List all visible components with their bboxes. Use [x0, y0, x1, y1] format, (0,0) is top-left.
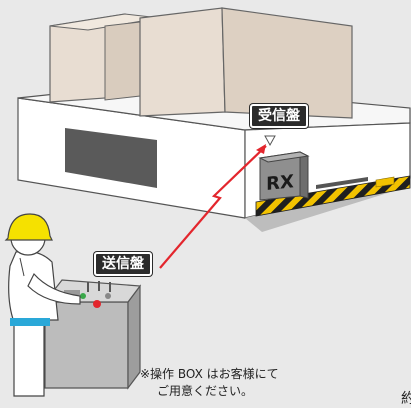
cardboard-box-front-side [221, 7, 353, 119]
rx-box-label: RX [266, 171, 294, 195]
cardboard-box-back-side [104, 21, 141, 101]
rx-box-top [258, 151, 310, 163]
worker-arm [27, 272, 81, 305]
receiver-label: 受信盤 [250, 104, 308, 128]
helmet-icon [4, 213, 53, 241]
signal-arrow-icon [256, 144, 266, 154]
cart-bracket [375, 176, 395, 188]
footnote-line-2: ご用意ください。 [157, 384, 254, 398]
panel-display [64, 290, 80, 295]
cardboard-box-front [139, 7, 226, 117]
helmet-strap [19, 257, 25, 277]
antenna-marker-icon [264, 135, 276, 147]
panel-button-icon [105, 293, 111, 299]
cart-side-opening [65, 128, 157, 188]
rx-box-side [299, 151, 309, 199]
footnote-line-1: ※操作 BOX はお客様にて [140, 367, 279, 381]
worker-belt [10, 318, 50, 326]
panel-green-button-icon [80, 293, 86, 299]
transmitter-label: 送信盤 [94, 252, 152, 276]
hazard-stripe [255, 175, 411, 217]
control-cabinet-side [127, 284, 141, 390]
cart-front-slot [316, 177, 368, 189]
signal-line [159, 145, 267, 269]
footnote: ※操作 BOX はお客様にて ご用意ください。 [140, 366, 370, 400]
edge-fragment-text: 約 [401, 391, 411, 407]
panel-red-button-icon [93, 300, 101, 308]
